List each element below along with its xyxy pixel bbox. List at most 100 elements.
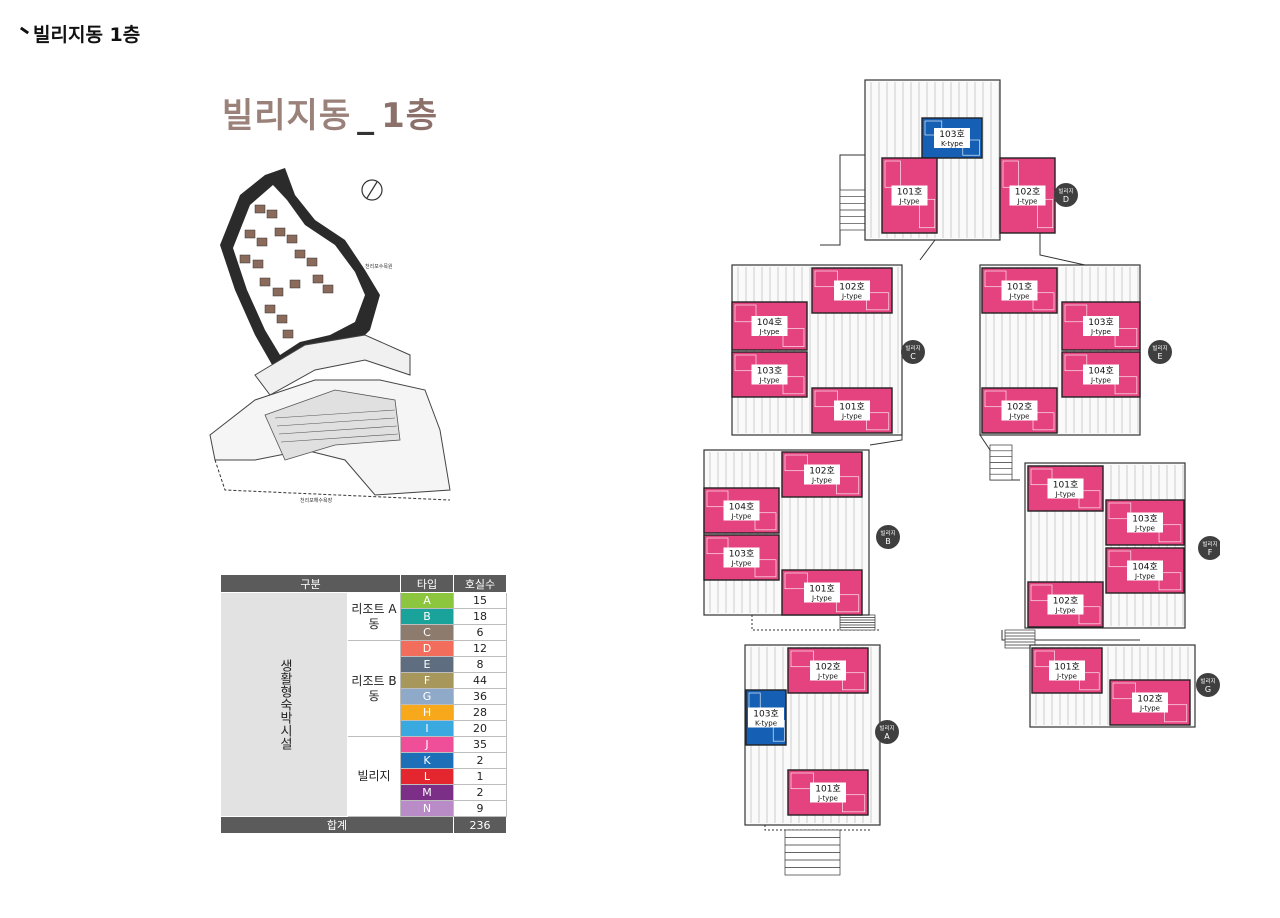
site-road [214, 459, 451, 501]
unit-type: J-type [811, 595, 832, 603]
unit-label-box [1127, 560, 1163, 581]
unit-number: 102호 [815, 662, 840, 673]
unit-type: J-type [1139, 705, 1160, 713]
table-type-cell: E [400, 656, 454, 673]
table-group-cell: 빌리지 [347, 736, 401, 817]
unit-type: J-type [1055, 607, 1076, 615]
unit-type: J-type [817, 795, 838, 803]
table-count-cell: 9 [453, 800, 507, 817]
unit-number: 102호 [1137, 694, 1162, 705]
table-type-cell: C [400, 624, 454, 641]
unit-label-box [1047, 594, 1084, 615]
building-c: 102호J-type104호J-type103호J-type101호J-type… [731, 264, 925, 436]
table-count-cell: 2 [453, 752, 507, 769]
unit-number: 101호 [839, 402, 864, 413]
unit-type: J-type [759, 377, 780, 385]
floor-plan: 103호K-type101호J-type102호J-type빌리지D102호J-… [703, 79, 1220, 876]
site-label-beach: 천리포해수욕장 [300, 497, 333, 504]
unit-label-box [1001, 280, 1038, 301]
badge-label: 빌리지 [1058, 187, 1073, 195]
unit-number: 102호 [1015, 187, 1040, 198]
table-count-cell: 20 [453, 720, 507, 737]
badge-letter: E [1157, 352, 1162, 361]
header-title: 빌리지동 1층 [33, 24, 141, 46]
building-e: 101호J-type103호J-type104호J-type102호J-type… [979, 264, 1172, 436]
unit-number: 101호 [1054, 662, 1079, 673]
table-category-cell: 생활형숙박시설 [220, 592, 348, 817]
table-type-cell: A [400, 592, 454, 609]
unit-label-box [1009, 185, 1046, 206]
table-header-row: 구분 타입 호실수 [220, 574, 507, 593]
table-type-cell: I [400, 720, 454, 737]
unit-label-box [751, 316, 788, 336]
building-b: 102호J-type104호J-type103호J-type101호J-type… [703, 449, 900, 616]
unit-number: 101호 [815, 784, 840, 795]
unit-number: 103호 [757, 366, 782, 377]
unit-type: J-type [1090, 328, 1111, 336]
unit-label-box [1001, 400, 1038, 421]
unit-label-box [834, 280, 870, 301]
unit-label-box [1049, 660, 1085, 681]
unit-number: 102호 [839, 282, 864, 293]
table-count-cell: 35 [453, 736, 507, 753]
unit-number: 103호 [1088, 317, 1113, 328]
unit-number: 104호 [757, 317, 782, 328]
unit-label-box [1132, 692, 1168, 713]
compass-icon [361, 179, 383, 201]
badge-label: 빌리지 [1202, 540, 1217, 548]
badge-label: 빌리지 [880, 529, 895, 537]
unit-number: 101호 [809, 584, 834, 595]
unit-number: 104호 [729, 502, 754, 513]
unit-type: J-type [1056, 673, 1077, 681]
unit-type: J-type [731, 513, 752, 521]
table-group-cell: 리조트 A동 [347, 592, 401, 641]
table-type-cell: N [400, 800, 454, 817]
table-header-type: 타입 [400, 574, 454, 593]
unit-number: 102호 [809, 466, 834, 477]
table-header-count: 호실수 [453, 574, 507, 593]
table-count-cell: 15 [453, 592, 507, 609]
unit-label-box [723, 547, 760, 568]
unit-label-box [804, 582, 840, 603]
table-total-label: 합계 [220, 816, 454, 834]
site-label-arboretum: 천리포수목원 [365, 263, 393, 270]
unit-number: 101호 [897, 187, 922, 198]
table-count-cell: 28 [453, 704, 507, 721]
badge-label: 빌리지 [1200, 677, 1215, 685]
unit-label-box [723, 500, 760, 521]
table-group-cell: 리조트 B동 [347, 640, 401, 737]
unit-label-box [1083, 316, 1119, 336]
badge-label: 빌리지 [879, 724, 894, 732]
parking-stripes [274, 409, 399, 443]
table-type-cell: M [400, 784, 454, 801]
unit-number: 104호 [1132, 562, 1157, 573]
unit-label-box [751, 364, 788, 385]
table-total-count: 236 [453, 816, 507, 834]
table-type-cell: L [400, 768, 454, 785]
badge-letter: B [885, 537, 891, 546]
table-count-cell: 1 [453, 768, 507, 785]
